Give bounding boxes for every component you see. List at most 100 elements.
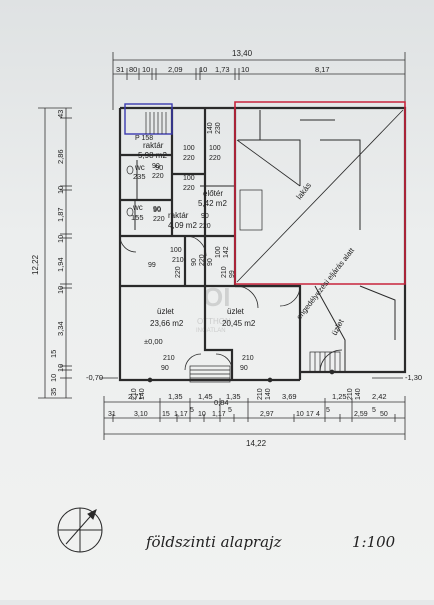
blue-stair-frame	[124, 103, 173, 135]
bottom-r2-7: 5	[228, 407, 232, 414]
top-dim-1: 80	[129, 65, 137, 74]
top-dim-7: 8,17	[315, 65, 330, 74]
room-wc-upper-d0: 90	[155, 163, 163, 172]
bottom-r2-13: 2,59	[354, 411, 368, 418]
door-mark-27: 90	[161, 365, 169, 372]
bottom-dimension-lines	[103, 396, 406, 440]
bottom-r2-1: 3,10	[134, 411, 148, 418]
room-uzlet-left-name: üzlet	[157, 307, 175, 316]
left-dim-3: 1,87	[56, 207, 65, 222]
door-mark-14: 230	[215, 122, 222, 134]
door-mark-5: 100	[183, 175, 195, 182]
room-raktar-upper-area: 5,98 m2	[138, 151, 167, 160]
watermark-line2: INGATLAN	[196, 328, 226, 334]
left-dimension-lines	[38, 107, 72, 399]
door-mark-25: 99	[229, 270, 236, 278]
bottom-r2-5: 10	[198, 411, 206, 418]
bottom-r2-6: 1,17	[212, 411, 226, 418]
left-dim-10: 35	[49, 388, 58, 396]
left-segment-dims: 43 2,86 10 1,87 10 1,94 10 3,34 10 15 35…	[49, 110, 65, 396]
bottom-r1-0: 2,71	[128, 392, 143, 401]
bottom-row2-dims: 31 3,10 15 1,17 5 10 1,17 5 2,97 10 17 4…	[108, 407, 388, 418]
door-mark-3: 90	[152, 163, 160, 170]
door-mark-16: 210	[172, 257, 184, 264]
bottom-r2-14: 5	[372, 407, 376, 414]
top-dim-2: 10	[142, 65, 150, 74]
title-text: földszinti alaprajz	[145, 533, 282, 551]
drawing-title: földszinti alaprajz 1:100	[145, 533, 396, 551]
door-mark-31: 140	[139, 388, 146, 400]
left-dim-6: 10	[56, 286, 65, 294]
room-wc-lower-name: wc	[132, 203, 143, 212]
top-dim-0: 31	[116, 65, 124, 74]
room-uzlet-right-area: 20,45 m2	[222, 319, 256, 328]
fixtures	[126, 165, 335, 383]
bottom-r2-15: 50	[380, 411, 388, 418]
door-mark-21: 90	[207, 258, 214, 266]
door-mark-10: 220	[199, 223, 211, 230]
door-mark-19: 90	[191, 258, 198, 266]
room-eloter-name: előtér	[203, 189, 223, 198]
door-mark-4: 220	[152, 173, 164, 180]
top-overall-dim: 13,40	[232, 49, 253, 58]
level-floor: ±0,00	[144, 337, 163, 346]
left-dim-4: 10	[56, 235, 65, 243]
door-mark-24: 210	[221, 266, 228, 278]
door-mark-34: 210	[347, 388, 354, 400]
bottom-overall-dim: 14,22	[246, 439, 267, 448]
left-dim-8: 10	[56, 364, 65, 372]
room-eloter-area: 5,42 m2	[198, 199, 227, 208]
room-uzlet-right-name: üzlet	[227, 307, 245, 316]
top-dim-5: 1,73	[215, 65, 230, 74]
central-steps	[189, 365, 231, 383]
lakas-cross	[236, 109, 404, 283]
bottom-r2-10: 17	[306, 411, 314, 418]
door-mark-32: 210	[257, 388, 264, 400]
bottom-r2-2: 15	[162, 411, 170, 418]
red-boundary	[234, 101, 406, 285]
top-segment-dims: 31 80 10 2,09 10 1,73 10 8,17	[116, 65, 330, 74]
door-mark-12: 220	[209, 155, 221, 162]
left-dim-7: 3,34	[56, 321, 65, 336]
level-stair: 0,84	[214, 398, 229, 407]
thin-walls	[125, 110, 396, 372]
door-mark-15: 100	[170, 247, 182, 254]
bottom-row1-dims: 2,71 1,35 1,45 1,35 3,69 1,25 2,42	[128, 392, 387, 401]
door-mark-2: 220	[183, 155, 195, 162]
top-dimension-lines	[112, 52, 406, 110]
left-dim-1: 2,86	[56, 149, 65, 164]
room-wc-upper-name: wc	[134, 163, 145, 172]
bottom-r1-6: 2,42	[372, 392, 387, 401]
room-uzlet-far-name: üzlet	[330, 317, 346, 337]
door-mark-17: 100	[215, 246, 222, 258]
left-dim-9: 15	[49, 350, 58, 358]
room-raktar-lower-area: 4,09 m2	[168, 221, 197, 230]
door-mark-11: 100	[209, 145, 221, 152]
level-right-exterior: -1,30	[405, 373, 422, 382]
level-marks: ±0,00 -0,70 -1,30 0,84	[86, 337, 422, 407]
door-mark-13: 140	[207, 122, 214, 134]
bottom-r1-1: 1,35	[168, 392, 183, 401]
door-mark-8: 220	[153, 216, 165, 223]
door-mark-18: 142	[223, 246, 230, 258]
door-mark-30: 210	[131, 388, 138, 400]
upper-stair	[145, 112, 167, 134]
bottom-r2-11: 4	[316, 411, 320, 418]
room-wc-lower-d1: 155	[131, 213, 144, 222]
bottom-r1-4: 3,69	[282, 392, 297, 401]
watermark-line1: OTTHON	[197, 317, 231, 326]
door-mark-0: P 158	[135, 135, 153, 142]
left-overall-dim: 12,22	[31, 254, 40, 275]
door-mark-6: 220	[183, 185, 195, 192]
room-uzlet-left-area: 23,66 m2	[150, 319, 184, 328]
left-dim-5: 1,94	[56, 257, 65, 272]
door-mark-33: 140	[265, 388, 272, 400]
bottom-r2-9: 10	[296, 411, 304, 418]
door-mark-26: 210	[163, 355, 175, 362]
north-arrow-icon	[57, 507, 103, 553]
scale-text: 1:100	[352, 533, 396, 551]
bottom-r2-8: 2,97	[260, 411, 274, 418]
entry-stair	[309, 351, 341, 373]
